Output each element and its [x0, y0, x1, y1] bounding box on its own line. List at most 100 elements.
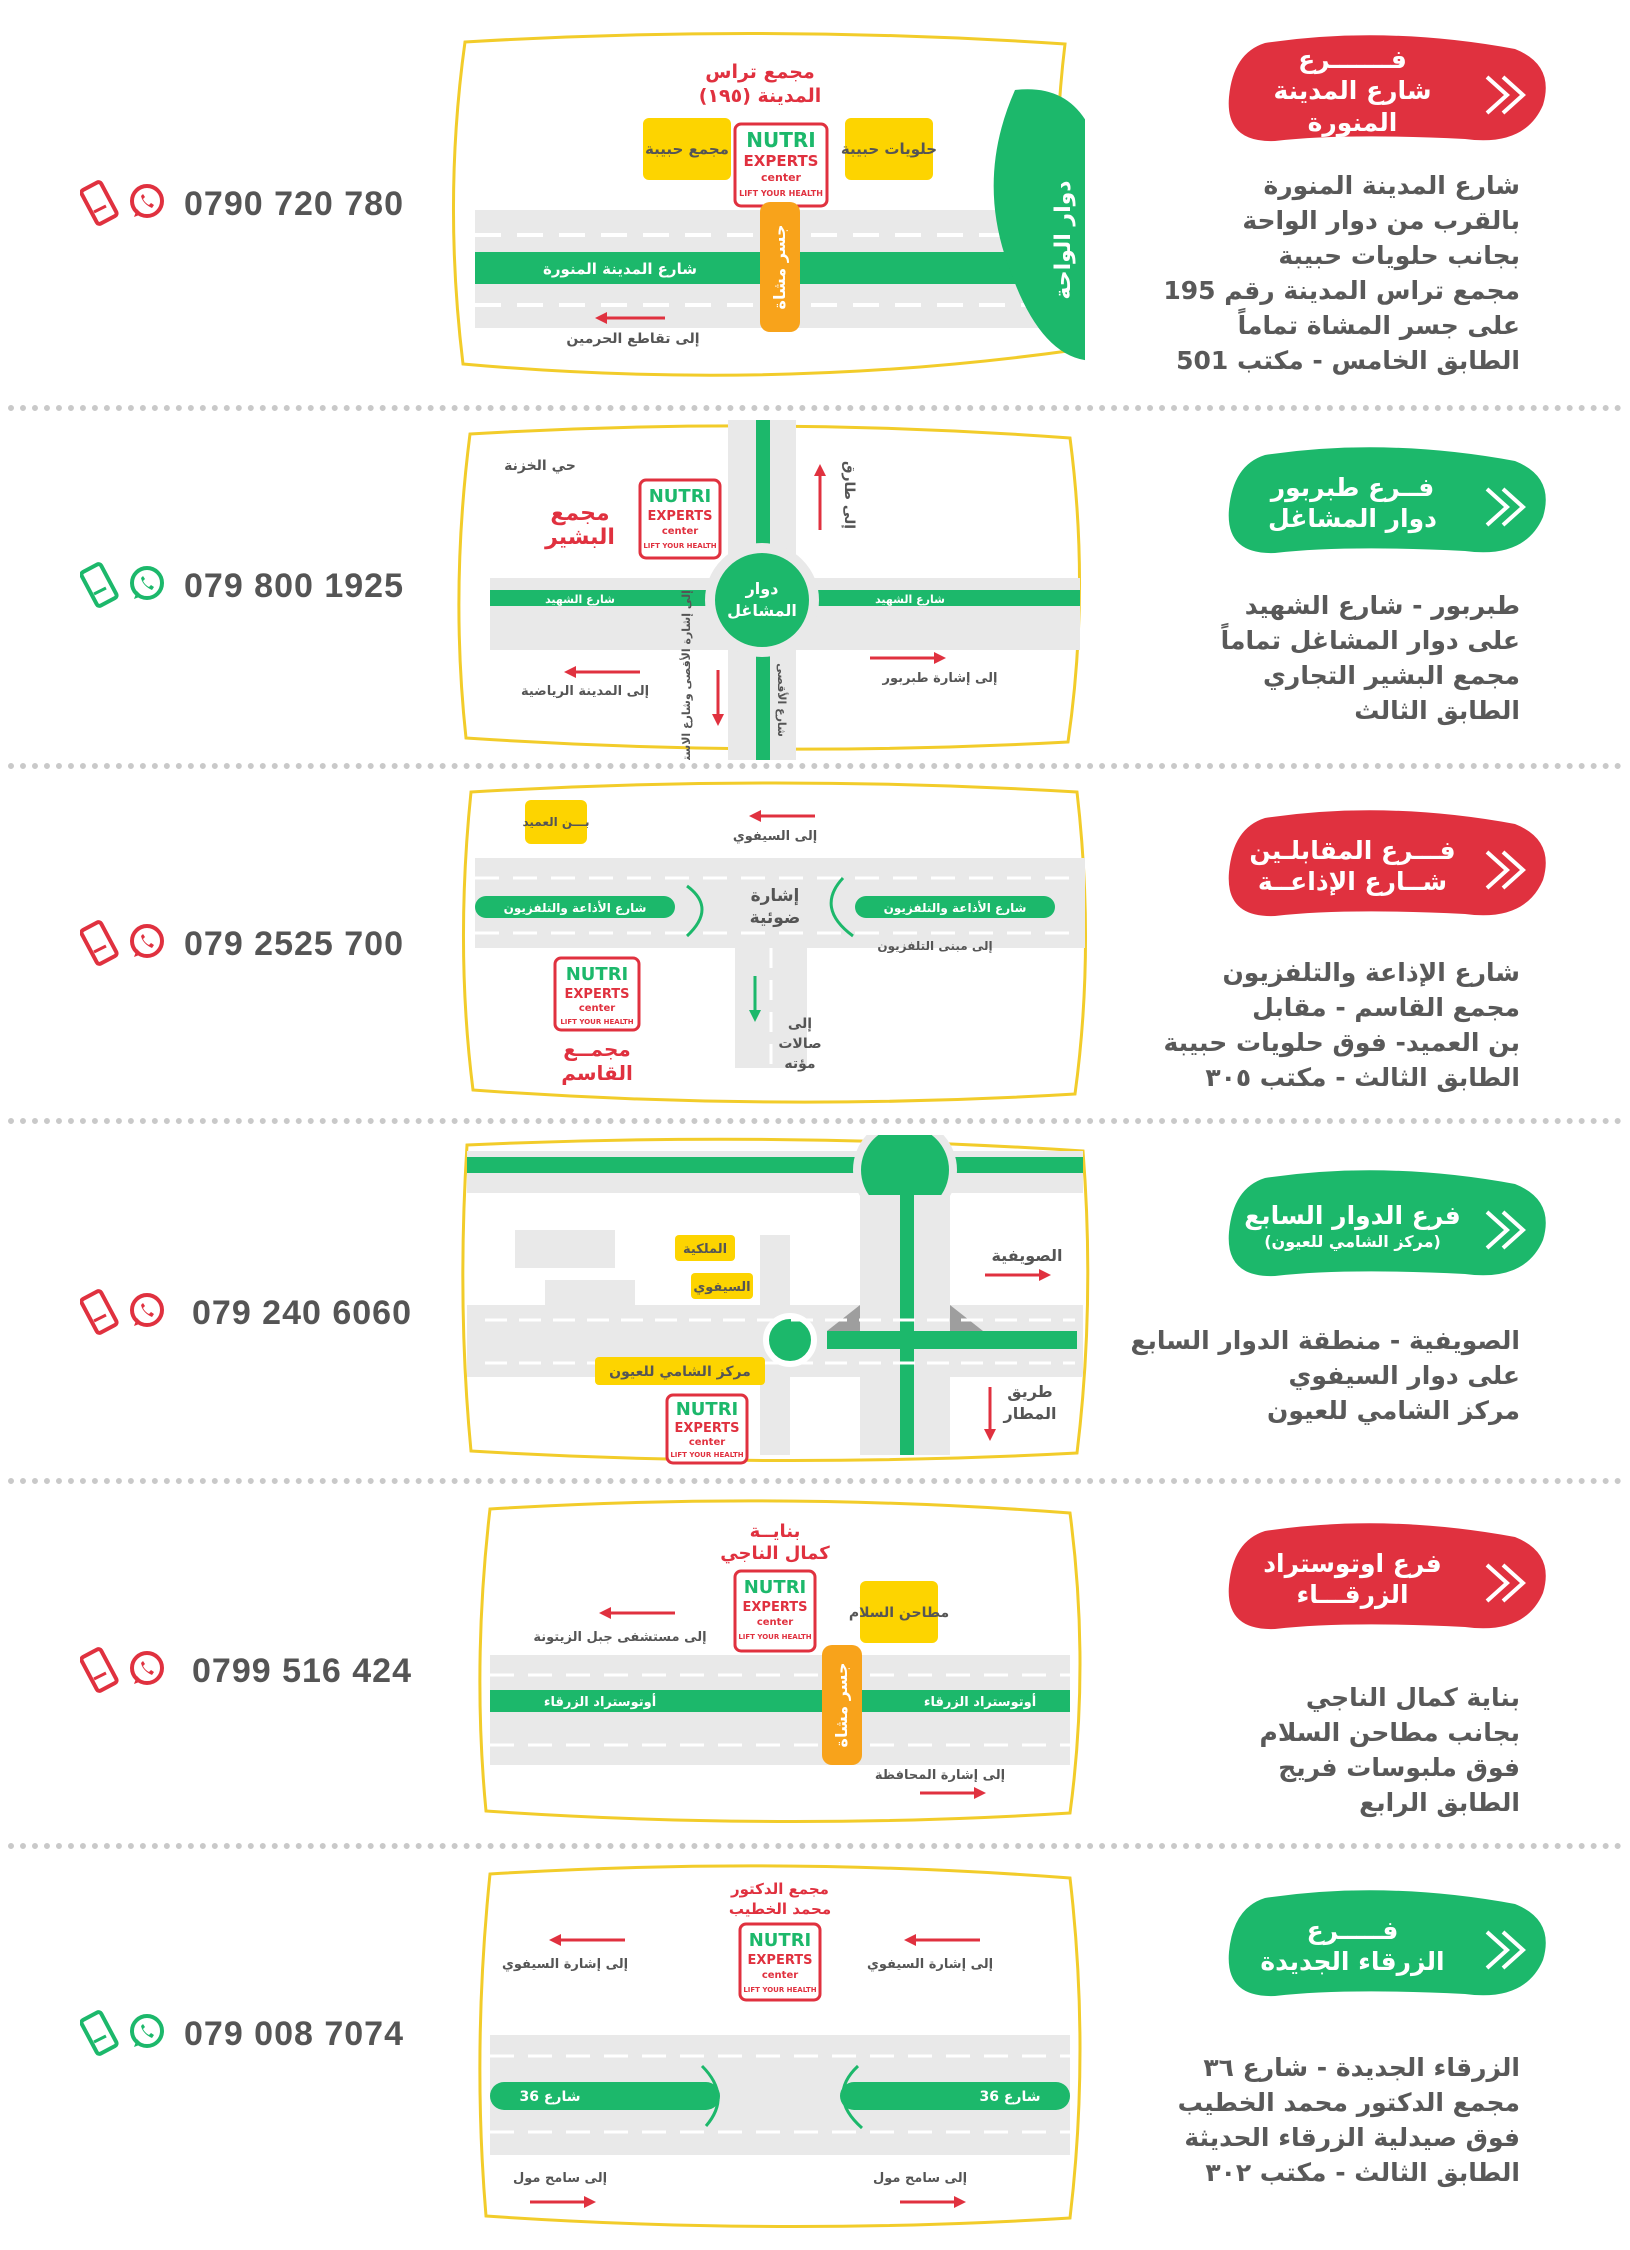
- branch-map: شارع المدينة المنورة دوار الواحة مجمع تر…: [445, 30, 1105, 385]
- svg-text:دوار: دوار: [745, 579, 779, 598]
- svg-text:LIFT YOUR HEALTH: LIFT YOUR HEALTH: [560, 1018, 633, 1026]
- phone-contact[interactable]: 0799 516 424: [79, 1645, 412, 1697]
- phone-number: 079 240 6060: [192, 1293, 412, 1332]
- mobile-phone-icon: [79, 178, 124, 230]
- building-number: المدينة (١٩٥): [699, 85, 822, 107]
- phone-contact[interactable]: 0790 720 780: [79, 178, 404, 230]
- svg-text:شارع الشهيد: شارع الشهيد: [875, 593, 945, 606]
- svg-text:مطاحن السلام: مطاحن السلام: [849, 1605, 949, 1621]
- svg-text:إلى السيفوي: إلى السيفوي: [733, 829, 817, 844]
- svg-text:الملكية: الملكية: [683, 1242, 727, 1257]
- phone-number: 079 2525 700: [184, 924, 404, 963]
- district-label: حي الخزنة: [504, 458, 576, 474]
- building-name: مجمع تراس: [705, 61, 814, 83]
- bridge-label: جسر مشاة: [770, 225, 789, 310]
- phone-contact[interactable]: 079 240 6060: [79, 1287, 412, 1339]
- svg-text:إلى سامح مول: إلى سامح مول: [513, 2171, 607, 2186]
- badge-subtitle: الزرقاء الجديدة: [1260, 1947, 1445, 1976]
- svg-text:إلى إشارة السيفوي: إلى إشارة السيفوي: [867, 1957, 993, 1972]
- svg-text:NUTRI: NUTRI: [744, 1577, 807, 1598]
- svg-text:شارع الأذاعة والتلفزيون: شارع الأذاعة والتلفزيون: [504, 900, 647, 916]
- svg-text:إلى إشارة الأقصى وشارع الاستقل: إلى إشارة الأقصى وشارع الاستقلال: [679, 590, 693, 760]
- mobile-phone-icon: [79, 1645, 124, 1697]
- svg-text:إشارة: إشارة: [751, 886, 800, 906]
- chevron-right-icon: [1485, 1563, 1526, 1603]
- svg-text:center: center: [762, 1970, 798, 1981]
- svg-text:مجمع الدكتور: مجمع الدكتور: [730, 1880, 829, 1898]
- svg-text:القاسم: القاسم: [561, 1061, 633, 1085]
- badge-title: فــرع طبربور: [1270, 472, 1435, 502]
- svg-text:EXPERTS: EXPERTS: [744, 152, 819, 170]
- whatsapp-icon: [128, 1650, 166, 1692]
- svg-text:جسر مشاة: جسر مشاة: [832, 1663, 851, 1748]
- svg-text:center: center: [757, 1617, 793, 1628]
- svg-text:ضوئية: ضوئية: [750, 908, 801, 928]
- svg-text:شارع 36: شارع 36: [519, 2089, 580, 2105]
- chevron-right-icon: [1485, 487, 1526, 527]
- svg-text:NUTRI: NUTRI: [649, 486, 712, 507]
- branch-row-5: 0799 516 424 أوتوستراد الزرقاء أوتوستراد…: [0, 1485, 1630, 1840]
- svg-text:إلى المدينة الرياضية: إلى المدينة الرياضية: [521, 684, 649, 699]
- branch-map: شارع 36 شارع 36 مجمع الدكتور محمد الخطيب…: [470, 1860, 1090, 2240]
- svg-text:إلى إشارة السيفوي: إلى إشارة السيفوي: [502, 1957, 628, 1972]
- branch-map: أوتوستراد الزرقاء أوتوستراد الزرقاء بناي…: [470, 1495, 1090, 1835]
- svg-text:مؤته: مؤته: [784, 1056, 815, 1072]
- svg-text:أوتوستراد الزرقاء: أوتوستراد الزرقاء: [924, 1693, 1036, 1710]
- badge-title: فرع اوتوستراد: [1263, 1548, 1442, 1578]
- svg-text:شارع 36: شارع 36: [979, 2089, 1040, 2105]
- svg-text:LIFT YOUR HEALTH: LIFT YOUR HEALTH: [739, 189, 823, 198]
- mobile-phone-icon: [79, 918, 124, 970]
- svg-text:شارع الشهيد: شارع الشهيد: [545, 593, 615, 606]
- svg-text:صالات: صالات: [778, 1036, 821, 1052]
- separator-2: [8, 763, 1622, 769]
- svg-text:كمال الناجي: كمال الناجي: [720, 1543, 830, 1564]
- branch-map: الملكية السيفوي مركز الشامي للعيون NUTRI…: [455, 1118, 1095, 1465]
- badge-subtitle: الزرقـــاء: [1296, 1580, 1409, 1609]
- chevron-right-icon: [1485, 75, 1526, 115]
- phone-contact[interactable]: 079 2525 700: [79, 918, 404, 970]
- svg-text:بـــن العميد: بـــن العميد: [522, 815, 589, 829]
- phone-number: 0790 720 780: [184, 184, 404, 223]
- mobile-phone-icon: [79, 560, 124, 612]
- chevron-right-icon: [1485, 1930, 1526, 1970]
- logo-icon: [738, 1922, 822, 2002]
- svg-text:بنايــة: بنايــة: [750, 1521, 801, 1542]
- svg-text:إلى سامح مول: إلى سامح مول: [873, 2171, 967, 2186]
- svg-text:NUTRI: NUTRI: [749, 1930, 812, 1951]
- svg-text:NUTRI: NUTRI: [676, 1399, 739, 1420]
- phone-contact[interactable]: 079 800 1925: [79, 560, 404, 612]
- roundabout-label: دوار الواحة: [1051, 180, 1076, 299]
- phone-contact[interactable]: 079 008 7074: [79, 2008, 404, 2060]
- svg-text:محمد الخطيب: محمد الخطيب: [729, 1900, 831, 1918]
- svg-text:إلى إشارة طبربور: إلى إشارة طبربور: [882, 671, 998, 686]
- svg-text:إلى: إلى: [788, 1016, 812, 1032]
- svg-text:EXPERTS: EXPERTS: [675, 1421, 740, 1436]
- svg-text:المطار: المطار: [1002, 1404, 1056, 1423]
- branch-row-2: 079 800 1925 دوار المشاغل شارع الشهيد شا…: [0, 410, 1630, 786]
- badge-subtitle: دوار المشاغل: [1268, 504, 1437, 533]
- branch-row-4: 079 240 6060 الملكية السيفوي مركز الش: [0, 1118, 1630, 1475]
- chevron-right-icon: [1485, 1210, 1526, 1250]
- svg-text:شارع الأذاعة والتلفزيون: شارع الأذاعة والتلفزيون: [884, 900, 1027, 916]
- svg-text:NUTRI: NUTRI: [566, 964, 629, 985]
- badge-title: فـــــرع: [1306, 1915, 1399, 1945]
- svg-text:EXPERTS: EXPERTS: [565, 987, 630, 1002]
- whatsapp-icon: [128, 2013, 166, 2055]
- badge-title: فـــــــرع: [1298, 45, 1407, 75]
- separator-5: [8, 1843, 1622, 1849]
- badge-subtitle: شارع المدينة المنورة: [1273, 76, 1432, 137]
- svg-text:إلى طارق: إلى طارق: [841, 461, 857, 529]
- separator-4: [8, 1478, 1622, 1484]
- svg-text:مجمــع: مجمــع: [563, 1037, 631, 1061]
- svg-text:center: center: [579, 1003, 615, 1014]
- svg-text:البشير: البشير: [544, 525, 615, 550]
- whatsapp-icon: [128, 565, 166, 607]
- svg-text:الصويفية: الصويفية: [991, 1246, 1062, 1265]
